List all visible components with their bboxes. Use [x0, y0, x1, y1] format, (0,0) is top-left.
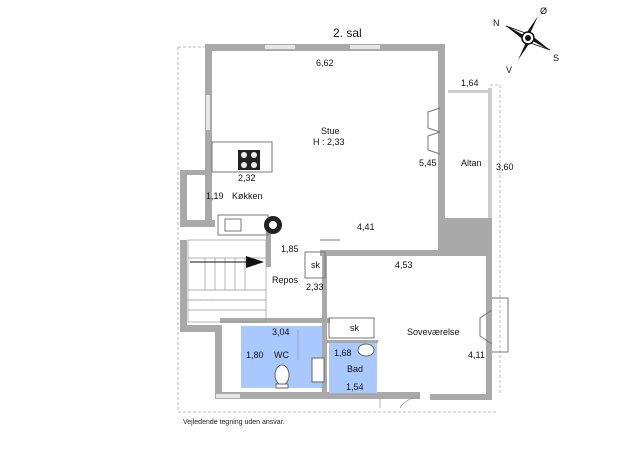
- compass-n: N: [493, 18, 500, 28]
- compass-rose-icon: [505, 16, 551, 60]
- bathroom-fixtures: [274, 330, 375, 389]
- dim-altan-width: 1,64: [461, 78, 479, 88]
- room-repos: Repos: [272, 275, 299, 285]
- stove-icon: [238, 150, 260, 170]
- kitchen-fixtures: [217, 214, 282, 236]
- dim-kitchen-width: 2,32: [238, 173, 256, 183]
- dim-wc-depth: 1,80: [246, 350, 264, 360]
- sink-icon: [224, 218, 242, 232]
- interior-doors: [320, 239, 421, 409]
- balcony-rails: [448, 88, 492, 218]
- room-bad: Bad: [347, 364, 363, 374]
- closets: [304, 251, 375, 339]
- dim-bad-width: 1,54: [346, 382, 364, 392]
- floor-title: 2. sal: [333, 26, 362, 40]
- interior-walls: [220, 225, 490, 398]
- balcony-door: [427, 107, 441, 155]
- compass-s: S: [553, 53, 559, 63]
- room-kokken: Køkken: [232, 191, 263, 201]
- dim-stue-depth: 5,45: [419, 158, 437, 168]
- dim-sove-width: 4,53: [395, 260, 413, 270]
- disclaimer: Vejledende tegning uden ansvar.: [183, 419, 285, 426]
- dim-wc-width: 3,04: [272, 327, 290, 337]
- dim-altan-length: 3,60: [496, 162, 514, 172]
- room-altan: Altan: [461, 158, 482, 168]
- dim-sove-depth: 4,11: [468, 350, 485, 360]
- dim-stue-width: 6,62: [316, 58, 334, 68]
- windows: [206, 45, 380, 398]
- room-stue-height: H : 2,33: [313, 137, 345, 147]
- toilet-icon: [274, 364, 290, 386]
- room-sovevaerelse: Soveværelse: [407, 327, 460, 337]
- dim-repos-depth: 2,33: [306, 282, 324, 292]
- room-stue: Stue: [321, 126, 340, 136]
- compass-o: Ø: [540, 6, 547, 16]
- exterior-walls: [180, 44, 492, 400]
- room-wc: WC: [274, 350, 289, 360]
- dim-kitchen-depth: 1,19: [206, 191, 224, 201]
- bedroom-window-bay: [479, 297, 509, 353]
- stair-arrow-icon: [246, 256, 264, 268]
- dim-bad-depth: 1,68: [334, 348, 352, 358]
- wc-sink-icon: [311, 357, 325, 383]
- room-sk2: sk: [350, 323, 360, 333]
- compass-v: V: [506, 65, 512, 75]
- dim-repos-width: 1,85: [281, 244, 299, 254]
- room-sk1: sk: [311, 260, 321, 270]
- dim-stue-lower: 4,41: [357, 222, 375, 232]
- staircase: [187, 239, 267, 323]
- bad-sink-icon: [357, 343, 375, 357]
- kitchen-counter: [211, 141, 273, 173]
